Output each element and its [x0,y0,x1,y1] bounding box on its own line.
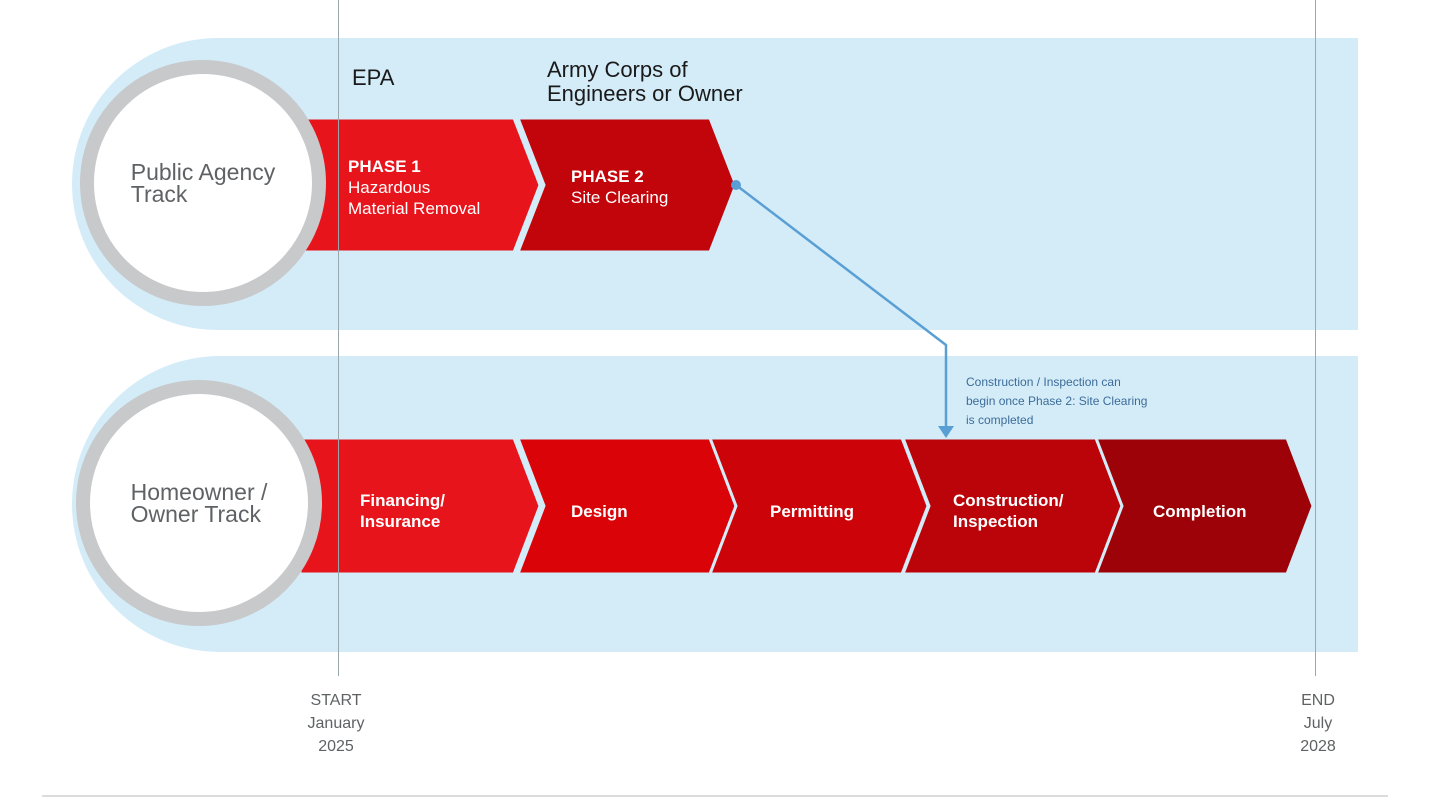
step-title: PHASE 1 [348,157,421,176]
step-construction-inspection: Construction/ Inspection [953,490,1064,532]
timeline-end-marker: END July 2028 [1273,689,1363,758]
step-line: Site Clearing [571,188,669,207]
agency-line: Engineers or Owner [547,81,743,106]
step-financing-insurance: Financing/ Insurance [360,490,445,532]
marker-year: 2025 [318,738,354,755]
end-timeline-line [1315,0,1316,676]
track-label-line: Owner Track [130,501,261,527]
start-timeline-line [338,0,339,676]
track-label-line: Public Agency [130,159,276,185]
track-circle-public-agency: Public Agency Track [80,60,326,306]
marker-month: January [307,715,365,732]
note-line: is completed [966,413,1034,427]
marker-year: 2028 [1300,738,1336,755]
agency-line: Army Corps of [547,57,688,82]
step-line: Insurance [360,512,441,531]
dependency-note: Construction / Inspection can begin once… [966,373,1196,430]
step-title: PHASE 2 [571,167,644,186]
note-line: begin once Phase 2: Site Clearing [966,394,1148,408]
marker-label: END [1301,692,1335,709]
step-phase-2: PHASE 2 Site Clearing [571,166,668,208]
timeline-start-marker: START January 2025 [291,689,381,758]
step-phase-1: PHASE 1 Hazardous Material Removal [348,156,480,219]
track-label: Public Agency Track [130,159,276,207]
chevron-step [1093,436,1315,576]
dependency-arrow [731,180,954,438]
track-label-line: Homeowner / [130,479,268,505]
step-line: Completion [1153,502,1247,521]
track-label: Homeowner / Owner Track [130,479,268,527]
bottom-divider [42,795,1388,797]
marker-label: START [310,692,362,709]
track-label-line: Track [130,181,188,207]
chevron-step [515,116,738,254]
agency-label-army-corps: Army Corps of Engineers or Owner [547,58,743,106]
marker-month: July [1303,715,1333,732]
step-line: Financing/ [360,491,445,510]
agency-label-epa: EPA [352,66,394,90]
step-design: Design [571,501,628,522]
agency-line: EPA [352,65,395,90]
step-line: Permitting [770,502,855,521]
note-line: Construction / Inspection can [966,375,1121,389]
step-line: Construction/ [953,491,1064,510]
step-line: Design [571,502,628,521]
step-completion: Completion [1153,501,1247,522]
step-line: Hazardous [348,178,431,197]
step-line: Inspection [953,512,1039,531]
step-permitting: Permitting [770,501,854,522]
step-line: Material Removal [348,199,481,218]
track-circle-homeowner: Homeowner / Owner Track [76,380,322,626]
